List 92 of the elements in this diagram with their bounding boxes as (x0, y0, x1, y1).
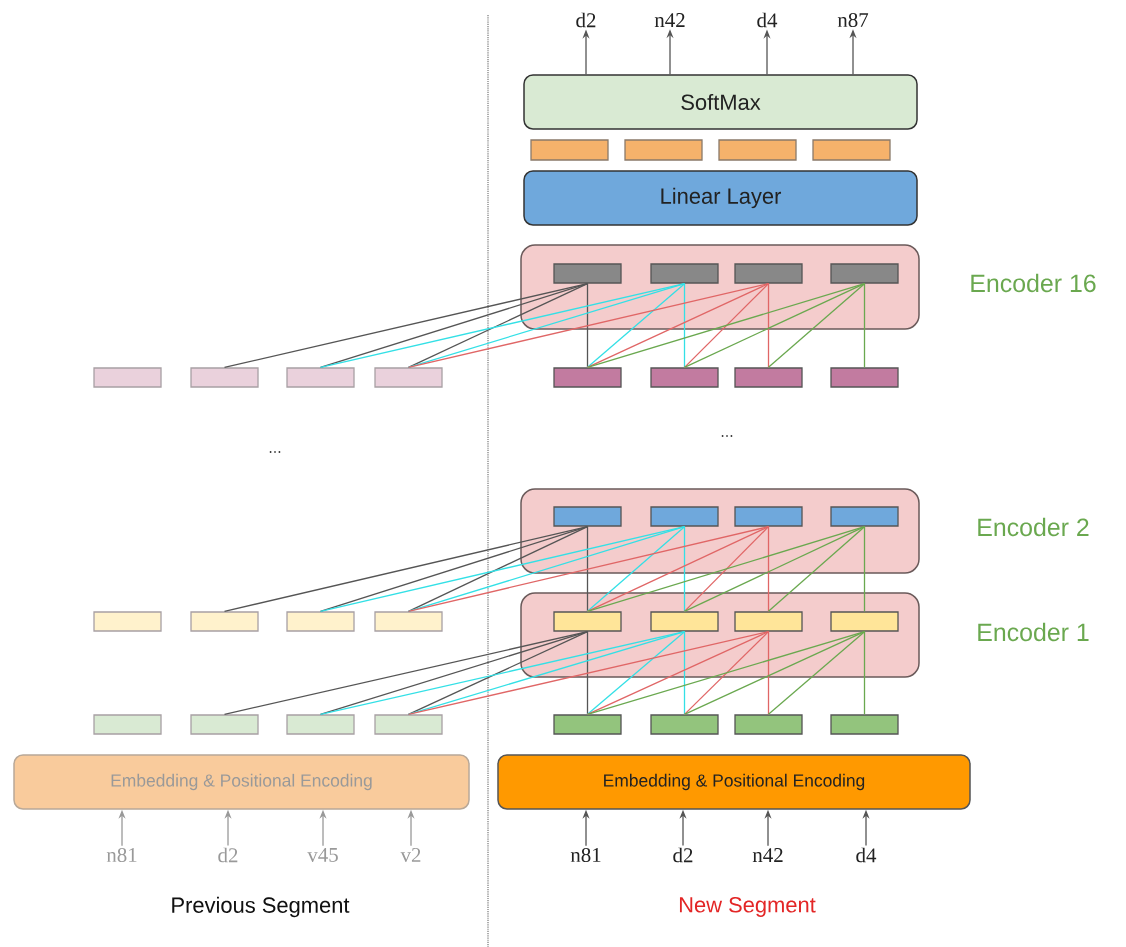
vector-box (624, 139, 703, 161)
vector-box (734, 367, 803, 388)
connection-line (319, 526, 686, 612)
vector-box (718, 139, 797, 161)
connection-line (767, 283, 866, 368)
token-label: d2 (576, 12, 596, 28)
vector-box (286, 611, 355, 632)
embedding-box: Embedding & Positional Encoding (13, 754, 470, 810)
vector-box (650, 263, 719, 284)
token-label: n42 (654, 13, 685, 27)
vector-box (650, 714, 719, 735)
connection-line (407, 283, 770, 368)
vector-box (93, 367, 162, 388)
connection-line (767, 631, 866, 715)
connection-line (767, 526, 866, 612)
vector-box (650, 367, 719, 388)
connection-line (683, 631, 866, 715)
vector-box (190, 611, 259, 632)
ellipsis: ... (269, 451, 281, 453)
token-label: n81 (106, 847, 137, 863)
linear-layer-box: Linear Layer (523, 170, 918, 226)
segment-label: New Segment (679, 897, 816, 917)
connection-line (586, 631, 686, 715)
vector-box (374, 367, 443, 388)
connection-line (407, 631, 770, 715)
vector-box (530, 139, 609, 161)
connection-line (586, 283, 589, 368)
connection-line (407, 526, 770, 612)
ellipsis: ... (721, 435, 733, 437)
connection-line (863, 526, 866, 612)
segment-label: Previous Segment (172, 896, 350, 918)
embedding-box: Embedding & Positional Encoding (497, 754, 971, 810)
connection-line (767, 631, 770, 715)
connection-line (319, 283, 686, 368)
vector-box (830, 506, 899, 527)
vector-box (830, 367, 899, 388)
vector-box (830, 611, 899, 632)
token-label: n42 (752, 848, 783, 862)
token-label: v45 (307, 848, 338, 862)
vector-box (553, 367, 622, 388)
vector-box (286, 367, 355, 388)
connection-line (586, 631, 589, 715)
vector-box (650, 506, 719, 527)
vector-box (734, 263, 803, 284)
token-label: d2 (218, 847, 238, 863)
connection-line (683, 631, 686, 715)
connection-line (767, 526, 770, 612)
token-label: d2 (673, 847, 693, 863)
encoder-label: Encoder 2 (978, 517, 1089, 537)
connection-line (683, 526, 686, 612)
encoder-label: Encoder 1 (978, 622, 1089, 642)
connection-line (863, 283, 866, 368)
connection-line (223, 283, 589, 368)
vector-box (374, 714, 443, 735)
connection-line (223, 631, 589, 715)
token-label: d4 (757, 12, 778, 28)
connection-line (767, 283, 770, 368)
token-label: n87 (837, 12, 869, 28)
connection-line (586, 526, 686, 612)
connection-line (586, 283, 686, 368)
connection-line (319, 631, 686, 715)
vector-box (190, 714, 259, 735)
vector-box (734, 506, 803, 527)
vector-box (93, 714, 162, 735)
connection-line (683, 283, 866, 368)
connection-line (586, 526, 589, 612)
encoder-label: Encoder 16 (971, 273, 1096, 293)
vector-box (553, 263, 622, 284)
token-label: n81 (570, 847, 601, 863)
vector-box (553, 611, 622, 632)
connection-line (683, 526, 770, 612)
token-label: v2 (400, 847, 421, 862)
connection-line (683, 283, 770, 368)
vector-box (553, 506, 622, 527)
vector-box (734, 714, 803, 735)
connection-line (683, 526, 866, 612)
connection-line (683, 631, 770, 715)
vector-box (93, 611, 162, 632)
softmax-box: SoftMax (523, 74, 918, 130)
vector-box (286, 714, 355, 735)
token-label: d4 (856, 847, 877, 863)
vector-box (812, 139, 891, 161)
connection-line (223, 526, 589, 612)
vector-box (650, 611, 719, 632)
connection-line (683, 283, 686, 368)
connection-line (863, 631, 866, 715)
vector-box (830, 714, 899, 735)
vector-box (734, 611, 803, 632)
vector-box (190, 367, 259, 388)
vector-box (374, 611, 443, 632)
vector-box (553, 714, 622, 735)
vector-box (830, 263, 899, 284)
